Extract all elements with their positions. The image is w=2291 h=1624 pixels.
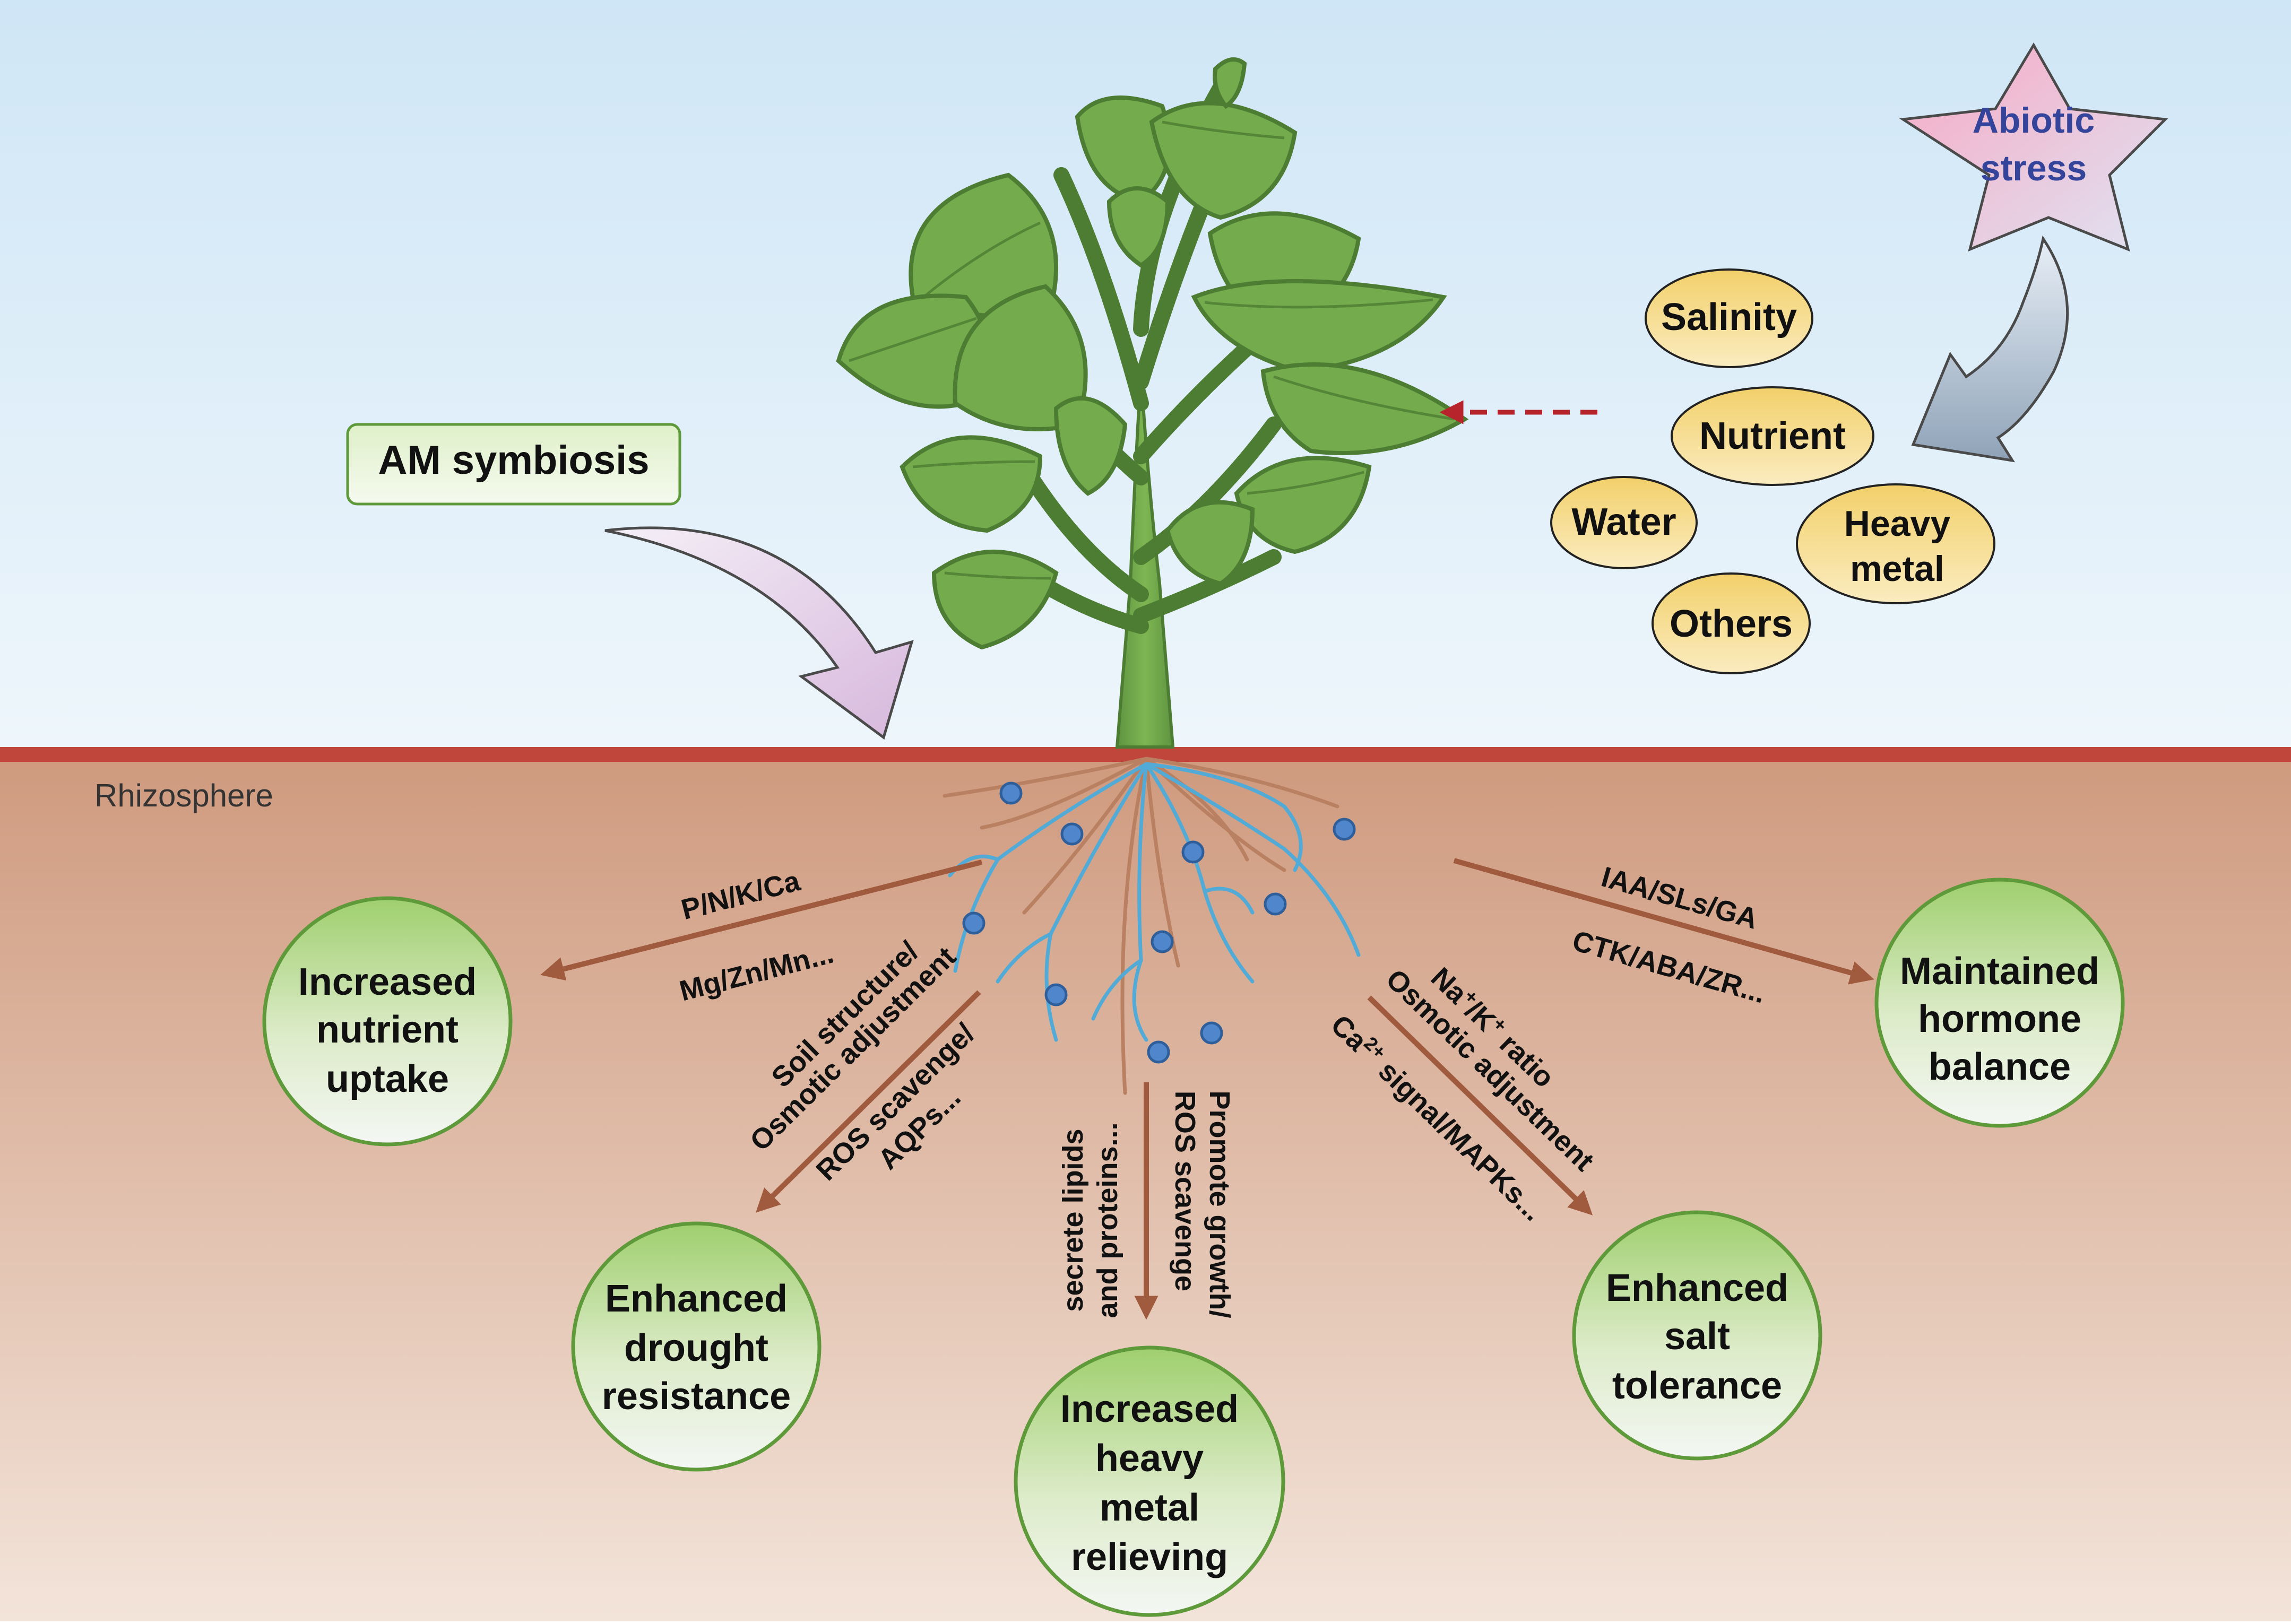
label-metal-1: secrete lipids xyxy=(1057,1128,1089,1312)
outcome-metal-l1: Increased xyxy=(1060,1388,1239,1430)
label-metal-2: and proteins... xyxy=(1092,1122,1123,1318)
outcome-nutrient-l2: nutrient xyxy=(316,1009,459,1051)
abiotic-stress-line1: Abiotic xyxy=(1973,100,2095,141)
outcome-hormone-l3: balance xyxy=(1929,1046,2071,1088)
oval-salinity-label: Salinity xyxy=(1661,296,1797,338)
arrow-to-drought xyxy=(755,990,981,1213)
stress-curved-arrow xyxy=(1911,235,2069,463)
outcome-drought-l2: drought xyxy=(624,1327,768,1369)
outcome-nutrient-l1: Increased xyxy=(298,961,477,1003)
oval-water-label: Water xyxy=(1571,501,1676,543)
outcome-circle-nutrient: Increased nutrient uptake xyxy=(262,896,513,1147)
oval-heavy-metal: Heavy metal xyxy=(1796,483,1995,604)
arrow-to-nutrient xyxy=(540,859,983,981)
outcome-circle-heavy-metal: Increased heavy metal relieving xyxy=(1014,1345,1285,1617)
oval-others: Others xyxy=(1652,572,1811,674)
stress-type-ovals: Salinity Nutrient Water Heavy metal Othe… xyxy=(1550,268,1995,674)
outcome-metal-l4: relieving xyxy=(1071,1536,1228,1578)
outcome-circle-drought: Enhanced drought resistance xyxy=(571,1221,822,1472)
outcome-circle-hormone: Maintained hormone balance xyxy=(1874,878,2125,1128)
label-metal-3: Promote growth/ xyxy=(1204,1091,1235,1318)
abiotic-stress-star: Abiotic stress xyxy=(1899,42,2168,252)
mechanism-arrows xyxy=(540,858,1874,1320)
oval-heavy-label: Heavy xyxy=(1844,503,1951,544)
rhizosphere-label: Rhizosphere xyxy=(94,778,273,813)
oval-salinity: Salinity xyxy=(1645,268,1813,368)
oval-metal-label: metal xyxy=(1850,549,1944,589)
outcome-salt-l2: salt xyxy=(1664,1315,1730,1358)
outcome-drought-l3: resistance xyxy=(602,1375,791,1418)
fungal-spores xyxy=(962,781,1356,1064)
label-metal-4: ROS scavenge xyxy=(1169,1091,1201,1291)
outcome-nutrient-l3: uptake xyxy=(326,1058,449,1100)
outcome-circle-salt: Enhanced salt tolerance xyxy=(1572,1210,1822,1461)
plant-illustration xyxy=(836,57,1469,749)
am-symbiosis-label: AM symbiosis xyxy=(378,438,649,483)
arrow-to-hormone xyxy=(1453,858,1874,985)
arrow-to-salt xyxy=(1367,995,1593,1215)
am-symbiosis-box: AM symbiosis xyxy=(346,423,681,506)
oval-nutrient: Nutrient xyxy=(1671,386,1874,486)
oval-water: Water xyxy=(1550,476,1698,569)
outcome-metal-l2: heavy xyxy=(1095,1437,1204,1480)
outcome-hormone-l2: hormone xyxy=(1918,998,2081,1040)
oval-nutrient-label: Nutrient xyxy=(1699,415,1846,457)
abiotic-stress-line2: stress xyxy=(1981,148,2087,188)
oval-others-label: Others xyxy=(1670,603,1793,645)
outcome-hormone-l1: Maintained xyxy=(1900,950,2099,993)
symbiosis-curved-arrow xyxy=(604,526,914,740)
outcome-drought-l1: Enhanced xyxy=(605,1278,788,1320)
outcome-metal-l3: metal xyxy=(1100,1487,1199,1529)
outcome-salt-l3: tolerance xyxy=(1612,1365,1782,1407)
outcome-salt-l1: Enhanced xyxy=(1606,1267,1788,1309)
